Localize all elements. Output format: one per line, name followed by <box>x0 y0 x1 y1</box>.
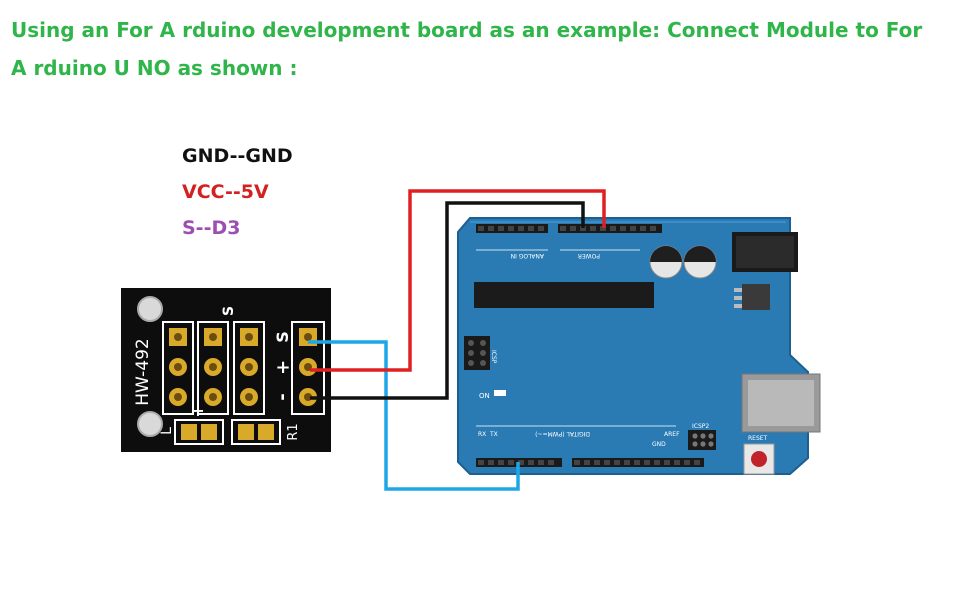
mounting-hole-bottom <box>137 411 163 437</box>
connection-vcc: VCC--5V <box>182 181 269 203</box>
analog-header <box>476 224 548 233</box>
icsp2-header <box>688 430 716 450</box>
digital-header-high <box>572 458 704 467</box>
connection-signal: S--D3 <box>182 217 241 239</box>
icsp-header <box>464 336 490 370</box>
tx-label: TX <box>489 431 498 438</box>
capacitor-1 <box>649 245 683 279</box>
silk-r1-label: R1 <box>286 423 301 440</box>
heading-line-1: Using an For A rduino development board … <box>11 18 923 42</box>
smd-resistor <box>231 419 281 445</box>
voltage-regulator <box>734 284 770 310</box>
wire-vcc <box>310 189 606 372</box>
arduino-board: ANALOG IN POWER <box>457 217 821 475</box>
power-header <box>558 224 662 233</box>
mounting-hole-top <box>137 296 163 322</box>
pin-label-plus: + <box>275 357 290 378</box>
wires <box>308 189 606 491</box>
pin-header-pads <box>299 328 317 406</box>
power-header-label: POWER <box>578 252 600 259</box>
icsp-label: ICSP <box>490 350 497 364</box>
module-model-label: HW-492 <box>133 338 153 406</box>
gnd-label: GND <box>652 441 666 448</box>
microcontroller-chip <box>474 282 654 308</box>
silk-l-label: L <box>159 427 175 435</box>
rx-label: RX <box>478 431 486 438</box>
capacitor-2 <box>683 245 717 279</box>
digital-header-label: DIGITAL (PWM=~) <box>535 430 590 437</box>
pad-column-1 <box>169 328 187 406</box>
usb-connector <box>741 373 821 433</box>
icsp2-label: ICSP2 <box>692 423 709 430</box>
aref-label: AREF <box>664 431 680 438</box>
pad-column-3 <box>240 328 258 406</box>
sensor-module: HW-492 S S + - + <box>121 288 331 452</box>
connection-gnd: GND--GND <box>182 145 293 167</box>
reset-button <box>743 443 775 475</box>
wire-gnd <box>310 201 585 400</box>
analog-header-label: ANALOG IN <box>511 252 544 259</box>
reset-label: RESET <box>748 435 768 442</box>
on-led <box>494 390 506 396</box>
smd-led <box>174 419 224 445</box>
pad-column-2 <box>204 328 222 406</box>
wire-signal <box>308 340 520 491</box>
silk-s-label: S <box>221 306 237 316</box>
pin-label-minus: - <box>272 393 293 400</box>
on-label: ON <box>479 392 490 400</box>
silk-plus-label: + <box>191 401 204 420</box>
pin-label-s: S <box>273 331 292 343</box>
heading-line-2: A rduino U NO as shown : <box>11 56 298 80</box>
